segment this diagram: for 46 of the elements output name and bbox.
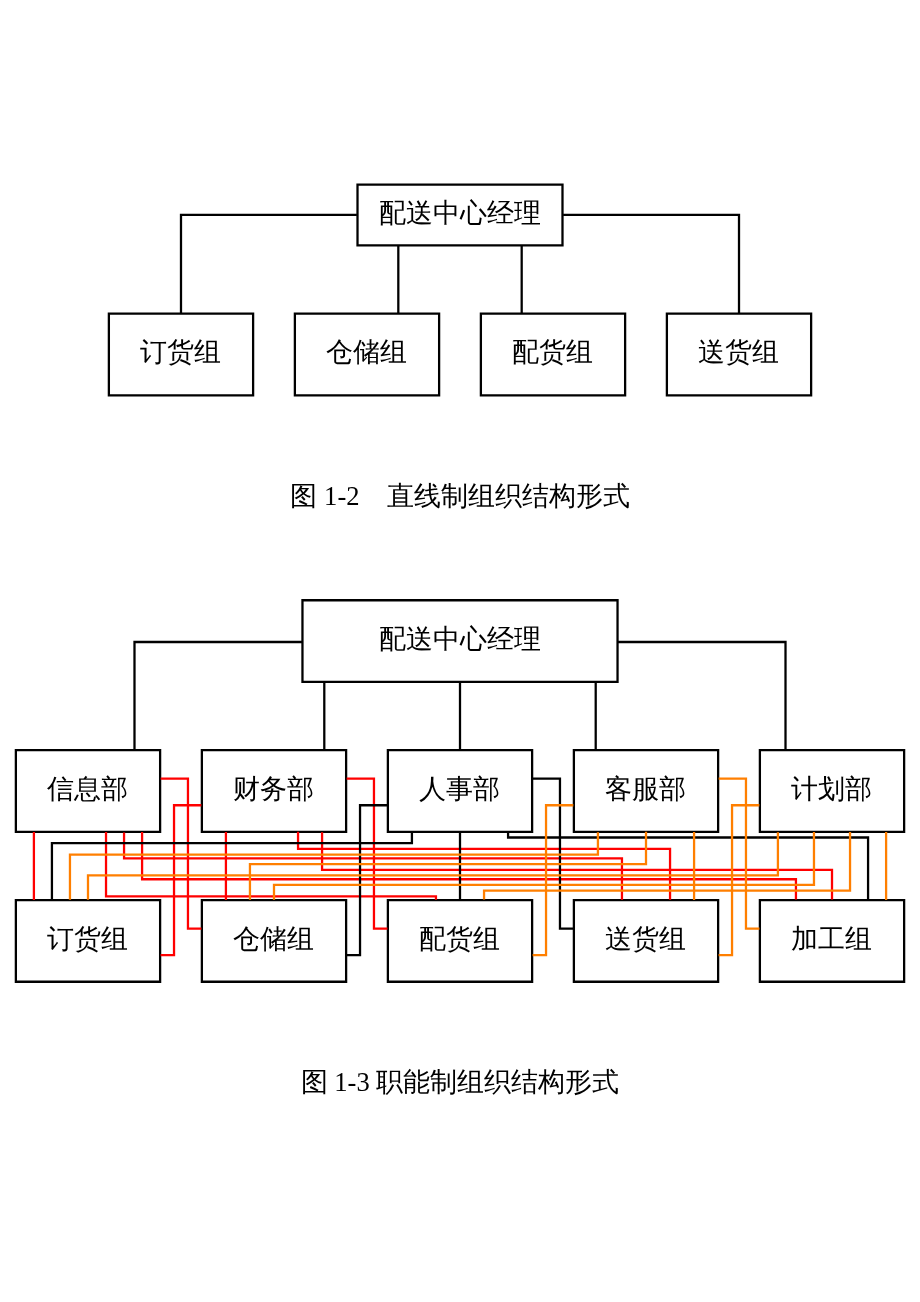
connector [532, 777, 574, 930]
connector [122, 832, 624, 900]
node-box: 配货组 [479, 312, 627, 396]
connector [458, 831, 462, 900]
label: 图 1-3 职能制组织结构形式 [300, 1066, 620, 1097]
connector [104, 831, 438, 900]
node-box: 配货组 [386, 898, 534, 983]
connector [248, 831, 648, 900]
connector [718, 803, 760, 956]
node-box: 送货组 [665, 312, 813, 396]
node-box: 客服部 [572, 748, 720, 833]
node-box: 送货组 [572, 898, 720, 983]
node-box: 订货组 [107, 312, 255, 396]
node-box: 订货组 [14, 898, 162, 983]
node-box: 仓储组 [293, 312, 441, 396]
connector [397, 245, 400, 313]
connector [323, 681, 326, 750]
connector [458, 681, 462, 750]
node-box: 信息部 [14, 748, 162, 833]
node-box: 配送中心经理 [301, 598, 619, 683]
node-box: 人事部 [386, 748, 534, 833]
node-box: 加工组 [758, 898, 906, 983]
connector [160, 803, 202, 956]
connector [692, 831, 696, 900]
connector [563, 213, 741, 313]
node-box: 计划部 [758, 748, 906, 833]
connector [594, 681, 597, 750]
connector [618, 640, 787, 749]
node-box: 财务部 [200, 748, 348, 833]
connector [296, 831, 672, 900]
connector [532, 803, 574, 956]
connector [520, 245, 523, 313]
connector [133, 640, 302, 749]
node-box: 仓储组 [200, 898, 348, 983]
connector [68, 831, 600, 900]
connector [50, 831, 414, 900]
connector [346, 777, 388, 930]
connector [718, 777, 760, 930]
connector [346, 803, 388, 956]
node-box: 配送中心经理 [356, 182, 564, 246]
connector [224, 831, 228, 900]
connector [179, 213, 357, 313]
label: 图 1-2 直线制组织结构形式 [290, 480, 630, 511]
connector [32, 831, 36, 900]
connector [160, 777, 202, 930]
connector [884, 831, 888, 900]
